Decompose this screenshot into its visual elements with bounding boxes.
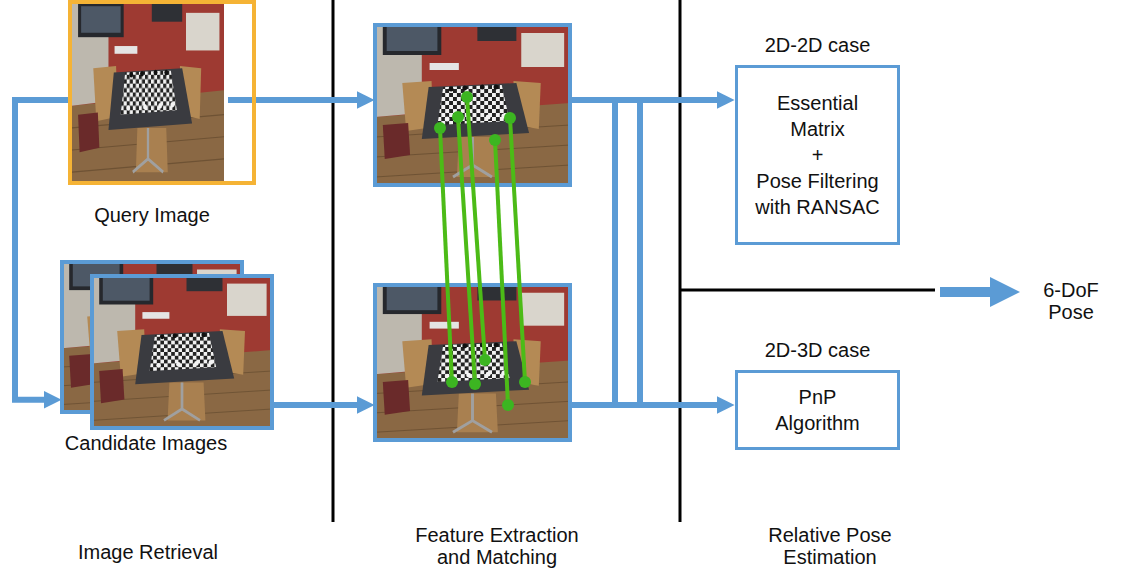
process-box: 2D-2D caseEssential Matrix+Pose Filterin… [735, 65, 900, 245]
flow-arrow [570, 402, 722, 408]
divider-line [679, 0, 682, 522]
case-heading: 2D-3D case [738, 337, 897, 363]
feature-matches [440, 97, 525, 405]
keypoint [502, 399, 514, 411]
keypoint [446, 376, 458, 388]
box-text: + [812, 142, 824, 168]
match-line [495, 140, 508, 405]
flow-arrow [570, 97, 722, 103]
match-line [467, 97, 485, 360]
box-text: Pose Filtering with RANSAC [753, 168, 883, 220]
keypoint [519, 376, 531, 388]
box-text: PnP Algorithm [768, 384, 868, 436]
output-arrow [940, 287, 999, 297]
image-caption: Query Image [52, 202, 252, 228]
photo-frame [92, 276, 272, 428]
flow-arrow [15, 100, 68, 400]
keypoints [434, 91, 531, 411]
keypoint [434, 122, 446, 134]
match-line [440, 128, 452, 382]
divider-lines [333, 0, 935, 522]
keypoint [504, 112, 516, 124]
flow-arrow [228, 97, 362, 103]
flow-line [612, 100, 618, 405]
column-label: Feature Extraction and Matching [397, 524, 597, 568]
flow-line [637, 100, 643, 405]
candidate-images: Candidate Images [62, 262, 272, 428]
candidate-photo [92, 276, 272, 428]
process-box: 2D-3D casePnP Algorithm [735, 370, 900, 450]
case-heading: 2D-2D case [738, 32, 897, 58]
match-line [510, 118, 525, 382]
divider-line [680, 289, 935, 292]
column-label: Relative Pose Estimation [755, 524, 905, 568]
keypoint [489, 134, 501, 146]
image-caption: Candidate Images [46, 430, 246, 456]
flow-arrow [272, 402, 362, 408]
keypoint [452, 111, 464, 123]
query-photo [72, 4, 224, 181]
output-label: 6-DoF Pose [1033, 279, 1109, 323]
keypoint [469, 378, 481, 390]
keypoint [461, 91, 473, 103]
divider-line [332, 0, 335, 522]
box-text: Essential Matrix [753, 90, 883, 142]
column-label: Image Retrieval [48, 541, 248, 563]
query-image: Query Image [68, 0, 256, 185]
keypoint [479, 354, 491, 366]
